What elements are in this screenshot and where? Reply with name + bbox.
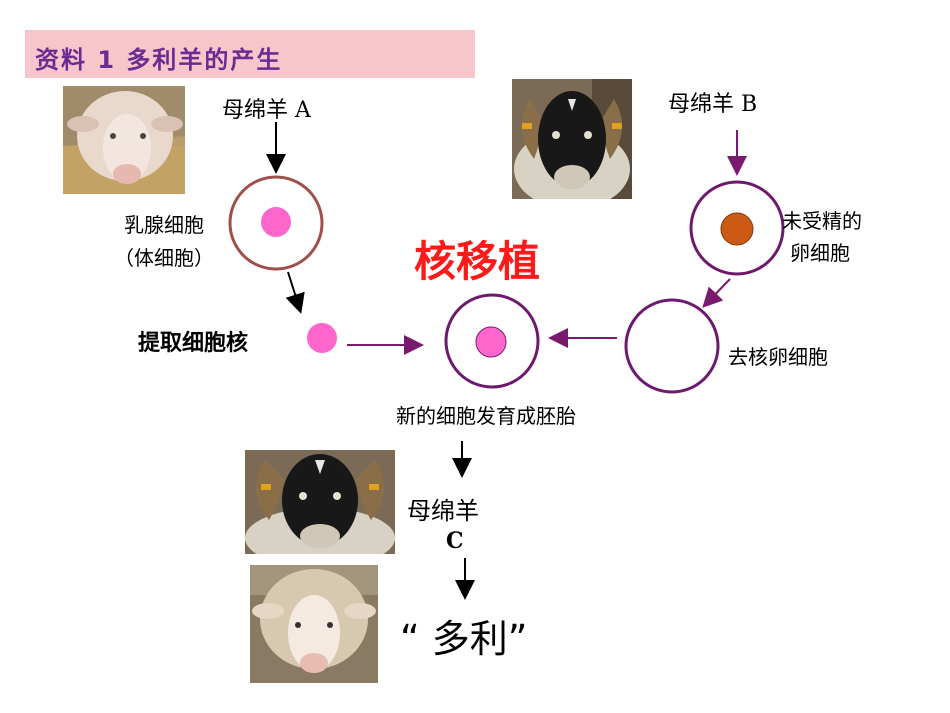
mammary-cell-nucleus xyxy=(261,207,291,237)
label-new-cell: 新的细胞发育成胚胎 xyxy=(396,404,576,428)
enucleated-egg-cell xyxy=(624,298,720,394)
label-unfertilized-egg-1: 未受精的 xyxy=(782,209,862,233)
arrow-cell-to-nucleus xyxy=(285,271,305,314)
egg-cell-nucleus xyxy=(720,212,754,246)
slide-title: 资料 1 多利羊的产生 xyxy=(35,46,283,74)
extracted-nucleus xyxy=(307,323,337,353)
new-cell-nucleus xyxy=(475,326,507,358)
dolly-photo xyxy=(250,565,378,683)
sheep-b-photo xyxy=(512,79,632,199)
label-sheep-a: 母绵羊 A xyxy=(222,98,311,123)
label-enucleated-egg: 去核卵细胞 xyxy=(728,345,828,369)
label-mammary-cell: 乳腺细胞 xyxy=(124,213,204,237)
label-sheep-c-letter: C xyxy=(446,528,464,554)
label-sheep-c: 母绵羊 xyxy=(407,497,479,525)
label-somatic-cell: （体细胞） xyxy=(114,246,214,270)
label-extract-nucleus: 提取细胞核 xyxy=(138,331,249,356)
label-unfertilized-egg-2: 卵细胞 xyxy=(790,241,850,265)
label-dolly: “ 多利” xyxy=(400,617,528,661)
label-sheep-b: 母绵羊 B xyxy=(668,92,758,117)
sheep-c-photo xyxy=(245,450,395,554)
arrow-egg-to-enucleated xyxy=(702,278,731,308)
sheep-a-photo xyxy=(63,86,185,194)
label-nuclear-transfer: 核移植 xyxy=(414,237,541,286)
title-bar xyxy=(25,30,475,78)
